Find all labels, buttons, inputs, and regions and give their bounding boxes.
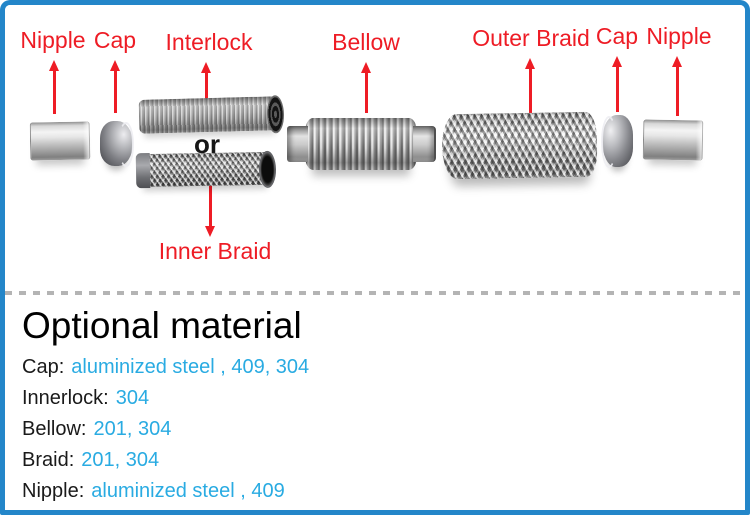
arrow-up-icon-cap-right [612, 56, 622, 112]
material-label: Nipple: [22, 479, 85, 502]
label-inner-braid: Inner Braid [158, 238, 272, 264]
material-label: Cap: [22, 355, 65, 378]
inner-braid-pipe-image [137, 151, 273, 188]
label-outer-braid: Outer Braid [472, 25, 590, 51]
material-value: aluminized steel , 409 [91, 479, 285, 502]
exploded-parts-diagram: Nipple Cap Interlock Bellow Outer Braid … [5, 5, 745, 291]
interlock-pipe-image [138, 96, 281, 134]
cap-left-image [100, 121, 134, 168]
material-label: Innerlock: [22, 386, 109, 409]
section-title: Optional material [22, 305, 302, 346]
label-nipple-left: Nipple [20, 27, 86, 53]
material-value: 201, 304 [93, 417, 172, 440]
label-nipple-right: Nipple [646, 23, 712, 49]
material-row-bellow: Bellow: 201, 304 [22, 414, 725, 445]
bellow-pipe-image [287, 118, 436, 170]
material-label: Bellow: [22, 417, 87, 440]
material-row-braid: Braid: 201, 304 [22, 445, 725, 476]
material-value: 201, 304 [81, 448, 160, 471]
material-row-innerlock: Innerlock: 304 [22, 383, 725, 414]
arrow-up-icon-interlock [201, 62, 211, 118]
label-bellow: Bellow [332, 29, 400, 55]
label-cap-right: Cap [595, 23, 639, 49]
label-cap-left: Cap [93, 27, 137, 53]
arrow-up-icon-bellow [361, 62, 371, 113]
arrow-up-icon-nipple-left [49, 60, 59, 114]
label-interlock: Interlock [165, 29, 253, 55]
nipple-right-image [642, 119, 704, 161]
outer-braid-pipe-image [441, 111, 598, 180]
material-label: Braid: [22, 448, 75, 471]
material-value: aluminized steel , 409, 304 [71, 355, 310, 378]
arrow-up-icon-nipple-right [672, 56, 682, 116]
arrow-up-icon-cap-left [110, 60, 120, 113]
arrow-down-icon-inner-braid [205, 182, 215, 237]
nipple-left-image [29, 121, 91, 161]
cap-right-image [601, 115, 633, 168]
dashed-divider [5, 291, 745, 295]
arrow-up-icon-outer-braid [525, 58, 535, 144]
material-row-nipple: Nipple: aluminized steel , 409 [22, 476, 725, 507]
optional-material-section: Optional material Cap: aluminized steel ,… [5, 295, 745, 507]
material-value: 304 [115, 386, 150, 409]
material-row-cap: Cap: aluminized steel , 409, 304 [22, 352, 725, 383]
